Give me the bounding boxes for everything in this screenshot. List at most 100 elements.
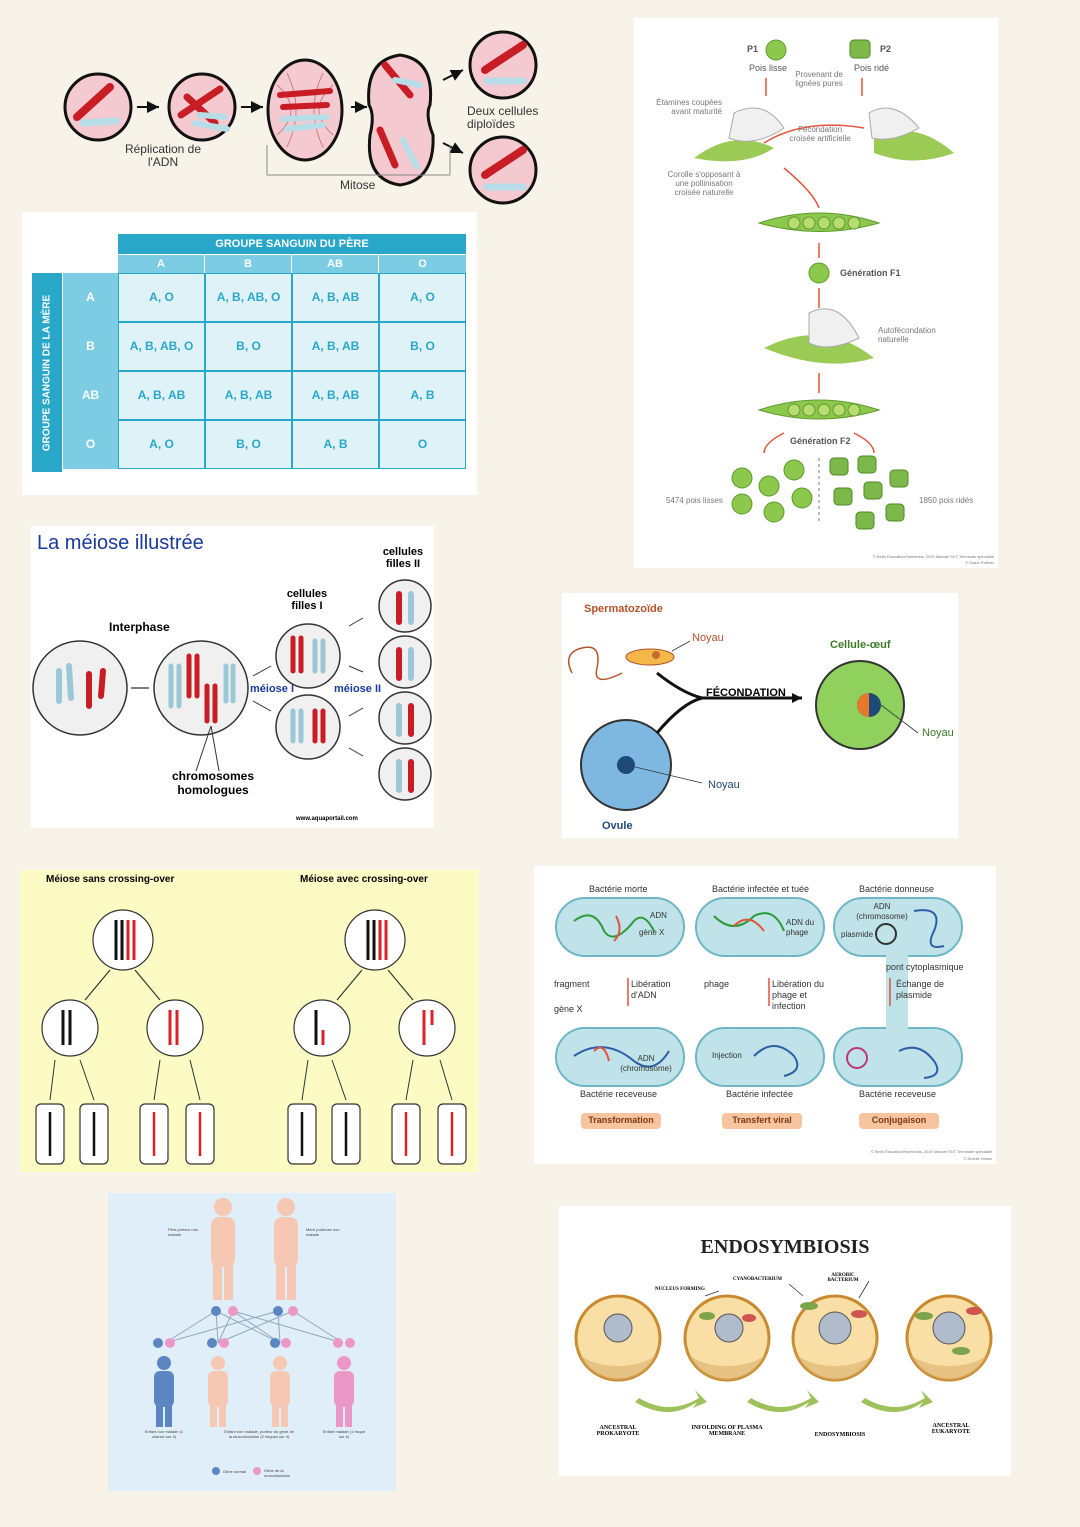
plasmid-exchange-label: Échange de plasmide <box>896 979 945 1000</box>
fertilization-panel: Spermatozoïde Noyau FÉCONDATION Cellule-… <box>562 593 958 838</box>
mitosis-panel: Réplication de l'ADN Mitose Deux cellule… <box>55 25 555 205</box>
stamens-label: Étamines coupées avant maturité <box>656 98 722 116</box>
ovule-label: Ovule <box>602 820 633 832</box>
dead-label: Bactérie morte <box>589 884 648 894</box>
crossing-over-panel: Méiose sans crossing-over Méiose avec cr… <box>20 870 478 1172</box>
transfer-credit2: © Amélie Veaux <box>963 1156 992 1161</box>
replication-label: Réplication de l'ADN <box>124 142 202 169</box>
nucleus-forming-label: NUCLEUS FORMING <box>655 1287 705 1292</box>
endo-title: ENDOSYMBIOSIS <box>700 1236 870 1258</box>
blood-table-cell: A, B <box>292 420 379 469</box>
egg-cell-label: Cellule-œuf <box>830 639 891 651</box>
meiosis1-label: méiose I <box>250 683 295 695</box>
f2-label: Génération F2 <box>790 436 851 446</box>
wrinkled-count: 1850 pois ridés <box>919 496 974 505</box>
mother-row-header: O <box>63 420 118 469</box>
blood-table-cell: A, B, AB <box>205 371 292 420</box>
ovule-nucleus-label: Noyau <box>708 779 740 791</box>
homologous-label: chromosomes homologues <box>171 769 255 797</box>
pure-lines: Provenant de lignées pures <box>795 70 843 88</box>
mitosis-diagram <box>63 30 538 205</box>
daughters-label: Deux cellules diploïdes <box>467 104 539 131</box>
endosymbiosis-stage-label: ENDOSYMBIOSIS <box>814 1432 866 1438</box>
blood-group-table: GROUPE SANGUIN DU PÈRE A B AB O GROUPE S… <box>22 212 477 495</box>
endosymbiosis-panel: ENDOSYMBIOSIS NUCLEUS FORMING CYANOBACTE… <box>559 1206 1011 1476</box>
release-phage-label: Libération du phage et infection <box>772 979 825 1011</box>
col-header-b: B <box>205 255 291 273</box>
transfer-credit: © Belin Éducation/Humensis, 2020 Manuel … <box>870 1149 992 1154</box>
f1-label: Génération F1 <box>840 268 901 278</box>
father-header: GROUPE SANGUIN DU PÈRE <box>118 234 466 254</box>
recipient2-label: Bactérie receveuse <box>859 1089 937 1099</box>
aerobic-label: AEROBIC BACTERIUM <box>827 1273 859 1283</box>
adn-label: ADN <box>650 911 667 920</box>
site-label: www.aquaportail.com <box>296 816 358 822</box>
crossing-right-title: Méiose avec crossing-over <box>300 874 428 885</box>
daughters2-label: cellules filles II <box>382 546 424 570</box>
fecondation-label: FÉCONDATION <box>706 687 786 699</box>
donor-label: Bactérie donneuse <box>859 884 935 894</box>
blood-table-cell: A, B, AB <box>118 371 205 420</box>
gene-x-label: gène X <box>639 928 665 937</box>
blood-table-cell: A, O <box>379 273 466 322</box>
col-header-ab: AB <box>292 255 378 273</box>
plasmid-label: plasmide <box>841 930 874 939</box>
legend-normal-label: Gène normal <box>223 1469 247 1474</box>
sperm-label: Spermatozoïde <box>584 603 663 615</box>
gene-x2-label: gène X <box>554 1004 583 1014</box>
bacteria-diagram <box>555 897 963 1129</box>
mendel-credit: © Belin Éducation/Humensis, 2020 Manuel … <box>872 554 994 559</box>
father-label: Père porteur non malade <box>168 1227 199 1237</box>
self-fert-label: Autofécondation naturelle <box>878 326 936 344</box>
blood-table-cell: A, B <box>379 371 466 420</box>
mother-row-header: AB <box>63 371 118 420</box>
crossing-left-title: Méiose sans crossing-over <box>46 874 175 885</box>
phage-label: phage <box>704 979 730 989</box>
cyano-label: CYANOBACTERIUM <box>733 1277 782 1282</box>
egg-nucleus-label: Noyau <box>922 727 954 739</box>
viral-label: Transfert viral <box>732 1115 792 1125</box>
adn-chrom-label: ADN (chromosome) <box>856 902 908 921</box>
cross-fert-label: Fécondation croisée artificielle <box>789 125 851 143</box>
fragment-label: fragment <box>554 979 590 989</box>
legend-cf-label: Gène de la mucoviscidose <box>264 1468 291 1478</box>
mother-label: Mère porteuse non malade <box>306 1227 340 1237</box>
child2-label: Enfant non malade, porteur du gène de la… <box>224 1429 294 1439</box>
endosymbiosis-diagram <box>574 1280 993 1412</box>
pedigree-panel: Père porteur non malade Mère porteuse no… <box>108 1193 396 1491</box>
infected-label: Bactérie infectée <box>726 1089 794 1099</box>
corolla-label: Corolle s'opposant à une pollinisation c… <box>667 170 741 197</box>
child1-label: Enfant non malade (1 chance sur 4) <box>144 1429 184 1439</box>
smooth-count: 5474 pois lisses <box>666 496 723 505</box>
mother-row-header: A <box>63 273 118 322</box>
blood-table-cell: A, B, AB, O <box>118 322 205 371</box>
meiosis-title: La méiose illustrée <box>37 532 204 554</box>
euk-label: ANCESTRAL EUKARYOTE <box>931 1423 971 1435</box>
blood-table-cell: B, O <box>205 420 292 469</box>
blood-table-cell: A, B, AB <box>292 273 379 322</box>
child3-label: Enfant malade (1 risque sur 4) <box>322 1429 366 1439</box>
prok-label: ANCESTRAL PROKARYOTE <box>596 1425 640 1437</box>
p2-caption: Pois ridé <box>854 63 890 73</box>
infected-killed-label: Bactérie infectée et tuée <box>712 884 810 894</box>
blood-table-cell: A, B, AB <box>292 371 379 420</box>
crossing-over-diagram <box>35 909 467 1165</box>
meiosis-panel: La méiose illustrée Interphase cellules … <box>31 526 434 828</box>
blood-table-cell: O <box>379 420 466 469</box>
meiosis-diagram <box>32 579 432 801</box>
injection-label: Injection <box>712 1051 742 1060</box>
conjugation-label: Conjugaison <box>871 1115 927 1125</box>
transformation-label: Transformation <box>588 1115 654 1125</box>
mendel-credit2: © Diane Rottner <box>965 560 994 565</box>
meiosis2-label: méiose II <box>334 683 382 695</box>
daughters1-label: cellules filles I <box>286 588 328 612</box>
adn-chrom2-label: ADN (chromosome) <box>620 1054 672 1073</box>
blood-table-cell: A, B, AB <box>292 322 379 371</box>
mitosis-label: Mitose <box>340 178 376 192</box>
p1-caption: Pois lisse <box>749 63 788 73</box>
p2-label: P2 <box>880 44 892 54</box>
mother-header-label: GROUPE SANGUIN DE LA MÈRE <box>41 294 53 451</box>
blood-table-cell: B, O <box>205 322 292 371</box>
col-header-a: A <box>118 255 204 273</box>
pedigree-diagram <box>153 1198 355 1475</box>
